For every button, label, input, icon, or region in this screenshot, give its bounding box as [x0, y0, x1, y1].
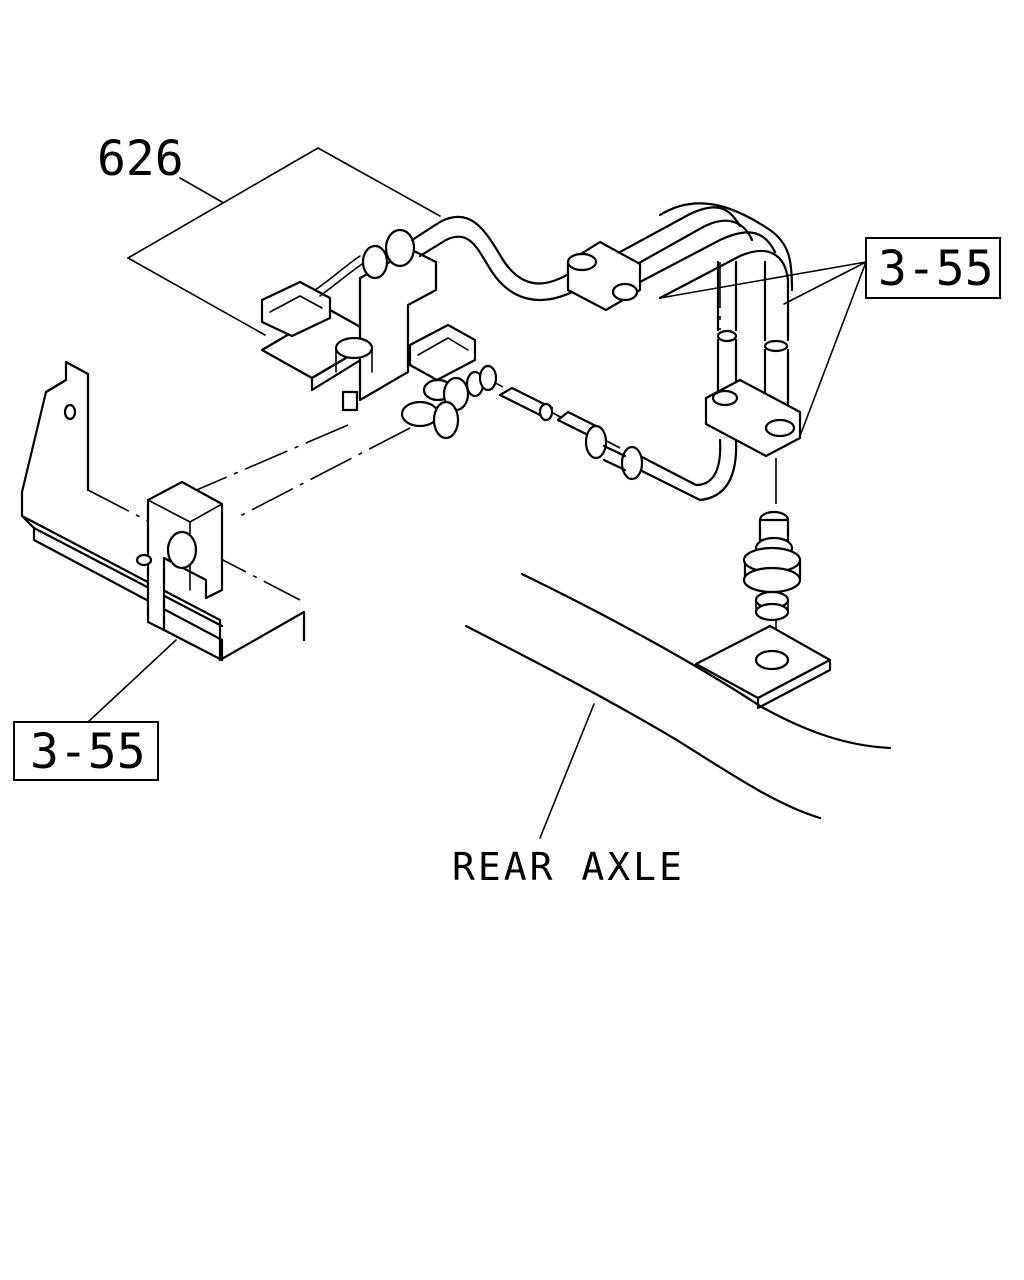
align-line-sensor	[149, 424, 349, 511]
lower-fitting-1	[400, 400, 440, 428]
bracket-hidden-edge	[87, 489, 301, 601]
pipe-vertical-left-upper	[716, 260, 738, 332]
sensor-wire-2	[314, 255, 361, 291]
pipe-cut-right	[763, 339, 789, 353]
axle-fitting-neck	[758, 518, 790, 542]
bracket-top-edge	[44, 378, 68, 394]
lower-fitting-2	[432, 400, 460, 440]
pipe-outer-bend	[658, 202, 794, 292]
ref-top-leader-2	[783, 261, 867, 305]
bracket-tab-hole	[166, 530, 198, 570]
alignment-lines	[149, 262, 777, 660]
part-626-plane-top	[127, 147, 441, 259]
pipe-between-nuts	[602, 444, 627, 472]
part-626-leader	[179, 177, 223, 203]
sensor-body-sides	[335, 347, 373, 373]
rear-axle-top-edge	[520, 572, 892, 750]
pipe-lower-return-b	[638, 438, 722, 487]
pipe-clip-lower-hole	[711, 389, 739, 407]
pipe-lower-return-a	[638, 438, 738, 502]
bracket-hole-upper	[63, 403, 77, 421]
bracket-back-edge	[64, 360, 90, 492]
part-626-label: 626	[97, 131, 184, 187]
pipe-parallel-1	[618, 206, 742, 254]
ref-top-leader-1	[659, 261, 867, 299]
second-connector-detail	[417, 337, 469, 356]
wire-connector	[260, 280, 332, 338]
pipe-upper-b	[418, 235, 582, 301]
rear-axle	[464, 572, 892, 820]
sensor-bracket-assembly	[260, 228, 477, 412]
rear-axle-callout: REAR AXLE	[452, 703, 685, 889]
pipe-clip-lower-hole-2	[764, 418, 796, 438]
axle-fitting-nut-bottom	[754, 602, 790, 622]
bracket-small-hole	[135, 553, 153, 567]
pipe-segment-1-end	[538, 402, 554, 422]
part-626-callout: 626	[97, 131, 441, 336]
pipe-parallel-3	[638, 231, 777, 284]
part-626-plane-bottom	[127, 257, 266, 336]
sensor-grommet-1	[361, 244, 389, 280]
pipe-cut-left	[716, 329, 738, 343]
pipe-flare-nut-1	[584, 424, 608, 460]
sensor-body-top	[334, 336, 374, 360]
axle-fitting-flange-bottom	[742, 566, 802, 594]
second-connector	[408, 323, 477, 382]
ref-box-bottom[interactable]	[13, 721, 159, 781]
sensor-wire	[319, 261, 366, 297]
ref-bottom-leader	[87, 639, 177, 723]
pipe-upper-a	[410, 215, 577, 285]
pipe-parallel-4	[658, 250, 790, 300]
mounting-bracket	[20, 360, 306, 662]
pipe-vertical-right-upper	[763, 260, 790, 342]
rear-axle-bottom-edge	[464, 624, 822, 820]
bracket-foot-lower	[32, 526, 224, 662]
ref-callout-top[interactable]: 3-55	[659, 237, 1001, 437]
axle-mount-hole	[754, 649, 790, 671]
sensor-grommet-2	[384, 228, 416, 268]
ref-label-bottom: 3-55	[30, 724, 146, 780]
rear-axle-leader	[539, 703, 595, 839]
ref-label-top: 3-55	[878, 241, 994, 297]
sensor-post	[341, 390, 359, 412]
ref-callout-bottom[interactable]: 3-55	[13, 639, 177, 781]
pipe-flare-nut-2	[620, 445, 644, 481]
pipe-clip-upper-hole-2	[611, 282, 639, 302]
bracket-tab-base	[162, 628, 224, 662]
wire-connector-detail	[269, 295, 323, 313]
union-ring-4	[478, 364, 498, 392]
rear-axle-label: REAR AXLE	[452, 845, 685, 889]
brake-pipes	[400, 202, 802, 502]
pipe-clip-upper-hole	[566, 252, 598, 272]
axle-fitting-assembly	[694, 510, 832, 710]
align-line-fitting	[239, 427, 411, 517]
pipe-parallel-2	[628, 219, 754, 270]
ref-box-top[interactable]	[865, 237, 1001, 299]
sensor-upright	[358, 248, 438, 402]
ref-top-leader-3	[799, 261, 867, 437]
